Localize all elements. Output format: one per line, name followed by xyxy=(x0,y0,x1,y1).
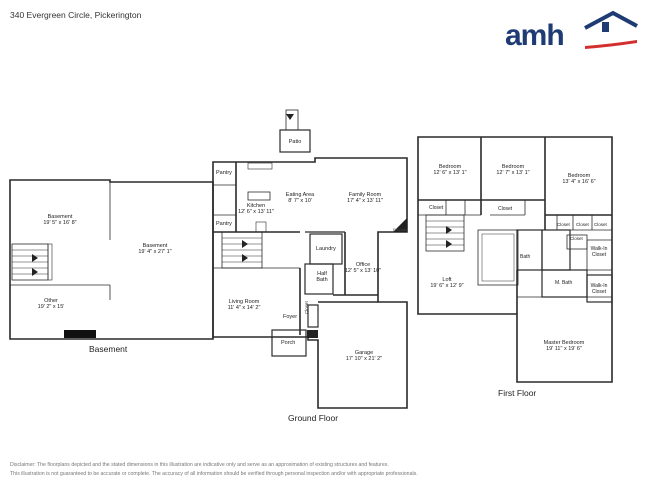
room-half-bath: Half Bath xyxy=(316,271,328,283)
room-dims: 19' 11" x 19' 6" xyxy=(546,346,582,352)
room-foyer: Foyer xyxy=(283,314,298,320)
room-name: Kitchen xyxy=(246,203,266,209)
room-closet-3: Closet xyxy=(557,222,570,227)
room-name: Garage xyxy=(354,350,374,356)
room-basement-1: Basement 19' 5" x 16' 8" xyxy=(38,214,82,226)
room-bedroom-1: Bedroom 12' 6" x 13' 1" xyxy=(430,164,470,176)
logo-text: amh xyxy=(505,19,565,52)
room-basement-2: Basement 19' 4" x 27' 1" xyxy=(133,243,177,255)
room-loft: Loft 19' 6" x 12' 9" xyxy=(427,277,467,289)
room-name: Other xyxy=(44,298,58,304)
floor-label-first-floor: First Floor xyxy=(498,388,537,398)
room-closet-ground: Closet xyxy=(304,301,309,314)
label-fireplace: Fireplace xyxy=(393,228,408,232)
room-name: Master Bedroom xyxy=(543,340,585,346)
room-name: Bedroom xyxy=(438,164,462,170)
first-floor-outline xyxy=(417,136,613,383)
room-closet-2: Closet xyxy=(498,206,513,212)
disclaimer-line-2: This illustration is not guaranteed to b… xyxy=(10,471,418,477)
room-patio: Patio xyxy=(288,139,302,145)
room-dims: 13' 4" x 16' 6" xyxy=(562,179,596,185)
amh-logo: amh xyxy=(505,10,640,52)
room-dims: 12' 7" x 13' 1" xyxy=(496,170,530,176)
room-dims: 11' 4" x 14' 2" xyxy=(227,305,261,311)
room-master-bedroom: Master Bedroom 19' 11" x 19' 6" xyxy=(540,340,588,352)
room-dims: 19' 6" x 12' 9" xyxy=(430,283,464,289)
room-family-room: Family Room 17' 4" x 13' 11" xyxy=(343,192,387,204)
room-m-bath: M. Bath xyxy=(555,280,573,286)
room-name: Basement xyxy=(47,214,73,220)
house-roof-icon xyxy=(584,10,638,49)
room-dims: 19' 2" x 15' xyxy=(37,304,65,310)
room-dims: 12' 5" x 13' 10" xyxy=(344,268,382,274)
room-closet-4: Closet xyxy=(576,222,589,227)
room-bedroom-3: Bedroom 13' 4" x 16' 6" xyxy=(559,173,599,185)
room-name: Living Room xyxy=(228,299,260,305)
room-dims: 8' 7" x 10' xyxy=(288,198,312,204)
property-address: 340 Evergreen Circle, Pickerington xyxy=(10,10,142,20)
room-name: Eating Area xyxy=(285,192,315,198)
room-closet-6: Closet xyxy=(570,236,583,241)
room-kitchen: Kitchen 12' 6" x 13' 11" xyxy=(236,203,276,215)
room-dims: 12' 6" x 13' 11" xyxy=(238,209,274,215)
room-office: Office 12' 5" x 13' 10" xyxy=(343,262,383,274)
room-dims: 19' 5" x 16' 8" xyxy=(43,220,77,226)
floor-label-basement: Basement xyxy=(89,344,128,354)
basement-column xyxy=(64,330,96,338)
room-closet-1: Closet xyxy=(429,205,444,211)
room-dims: 17' 4" x 13' 11" xyxy=(347,198,383,204)
room-dims: 19' 4" x 27' 1" xyxy=(138,249,172,255)
room-garage: Garage 17' 10" x 21' 2" xyxy=(342,350,386,362)
room-dims: 17' 10" x 21' 2" xyxy=(345,356,383,362)
room-name: Family Room xyxy=(348,192,382,198)
room-name: Loft xyxy=(442,277,452,283)
room-name: Basement xyxy=(142,243,168,249)
room-other: Other 19' 2" x 15' xyxy=(31,298,71,310)
room-name: Office xyxy=(355,262,371,268)
room-walkin-closet-2: Walk-In Closet xyxy=(590,283,608,295)
room-name: Bedroom xyxy=(501,164,525,170)
room-pantry-2: Pantry xyxy=(216,221,232,227)
room-bedroom-2: Bedroom 12' 7" x 13' 1" xyxy=(493,164,533,176)
room-name: Bedroom xyxy=(567,173,591,179)
room-porch: Porch xyxy=(281,340,296,346)
room-laundry: Laundry xyxy=(316,246,336,252)
room-living-room: Living Room 11' 4" x 14' 2" xyxy=(222,299,266,311)
room-walkin-closet-1: Walk-In Closet xyxy=(590,246,608,258)
room-pantry-1: Pantry xyxy=(216,170,232,176)
room-eating-area: Eating Area 8' 7" x 10' xyxy=(280,192,320,204)
room-dims: 12' 6" x 13' 1" xyxy=(433,170,467,176)
floor-label-ground-floor: Ground Floor xyxy=(288,413,339,423)
room-closet-5: Closet xyxy=(594,222,607,227)
disclaimer-line-1: Disclaimer: The floorplans depicted and … xyxy=(10,462,389,468)
room-bath: Bath xyxy=(520,254,531,260)
